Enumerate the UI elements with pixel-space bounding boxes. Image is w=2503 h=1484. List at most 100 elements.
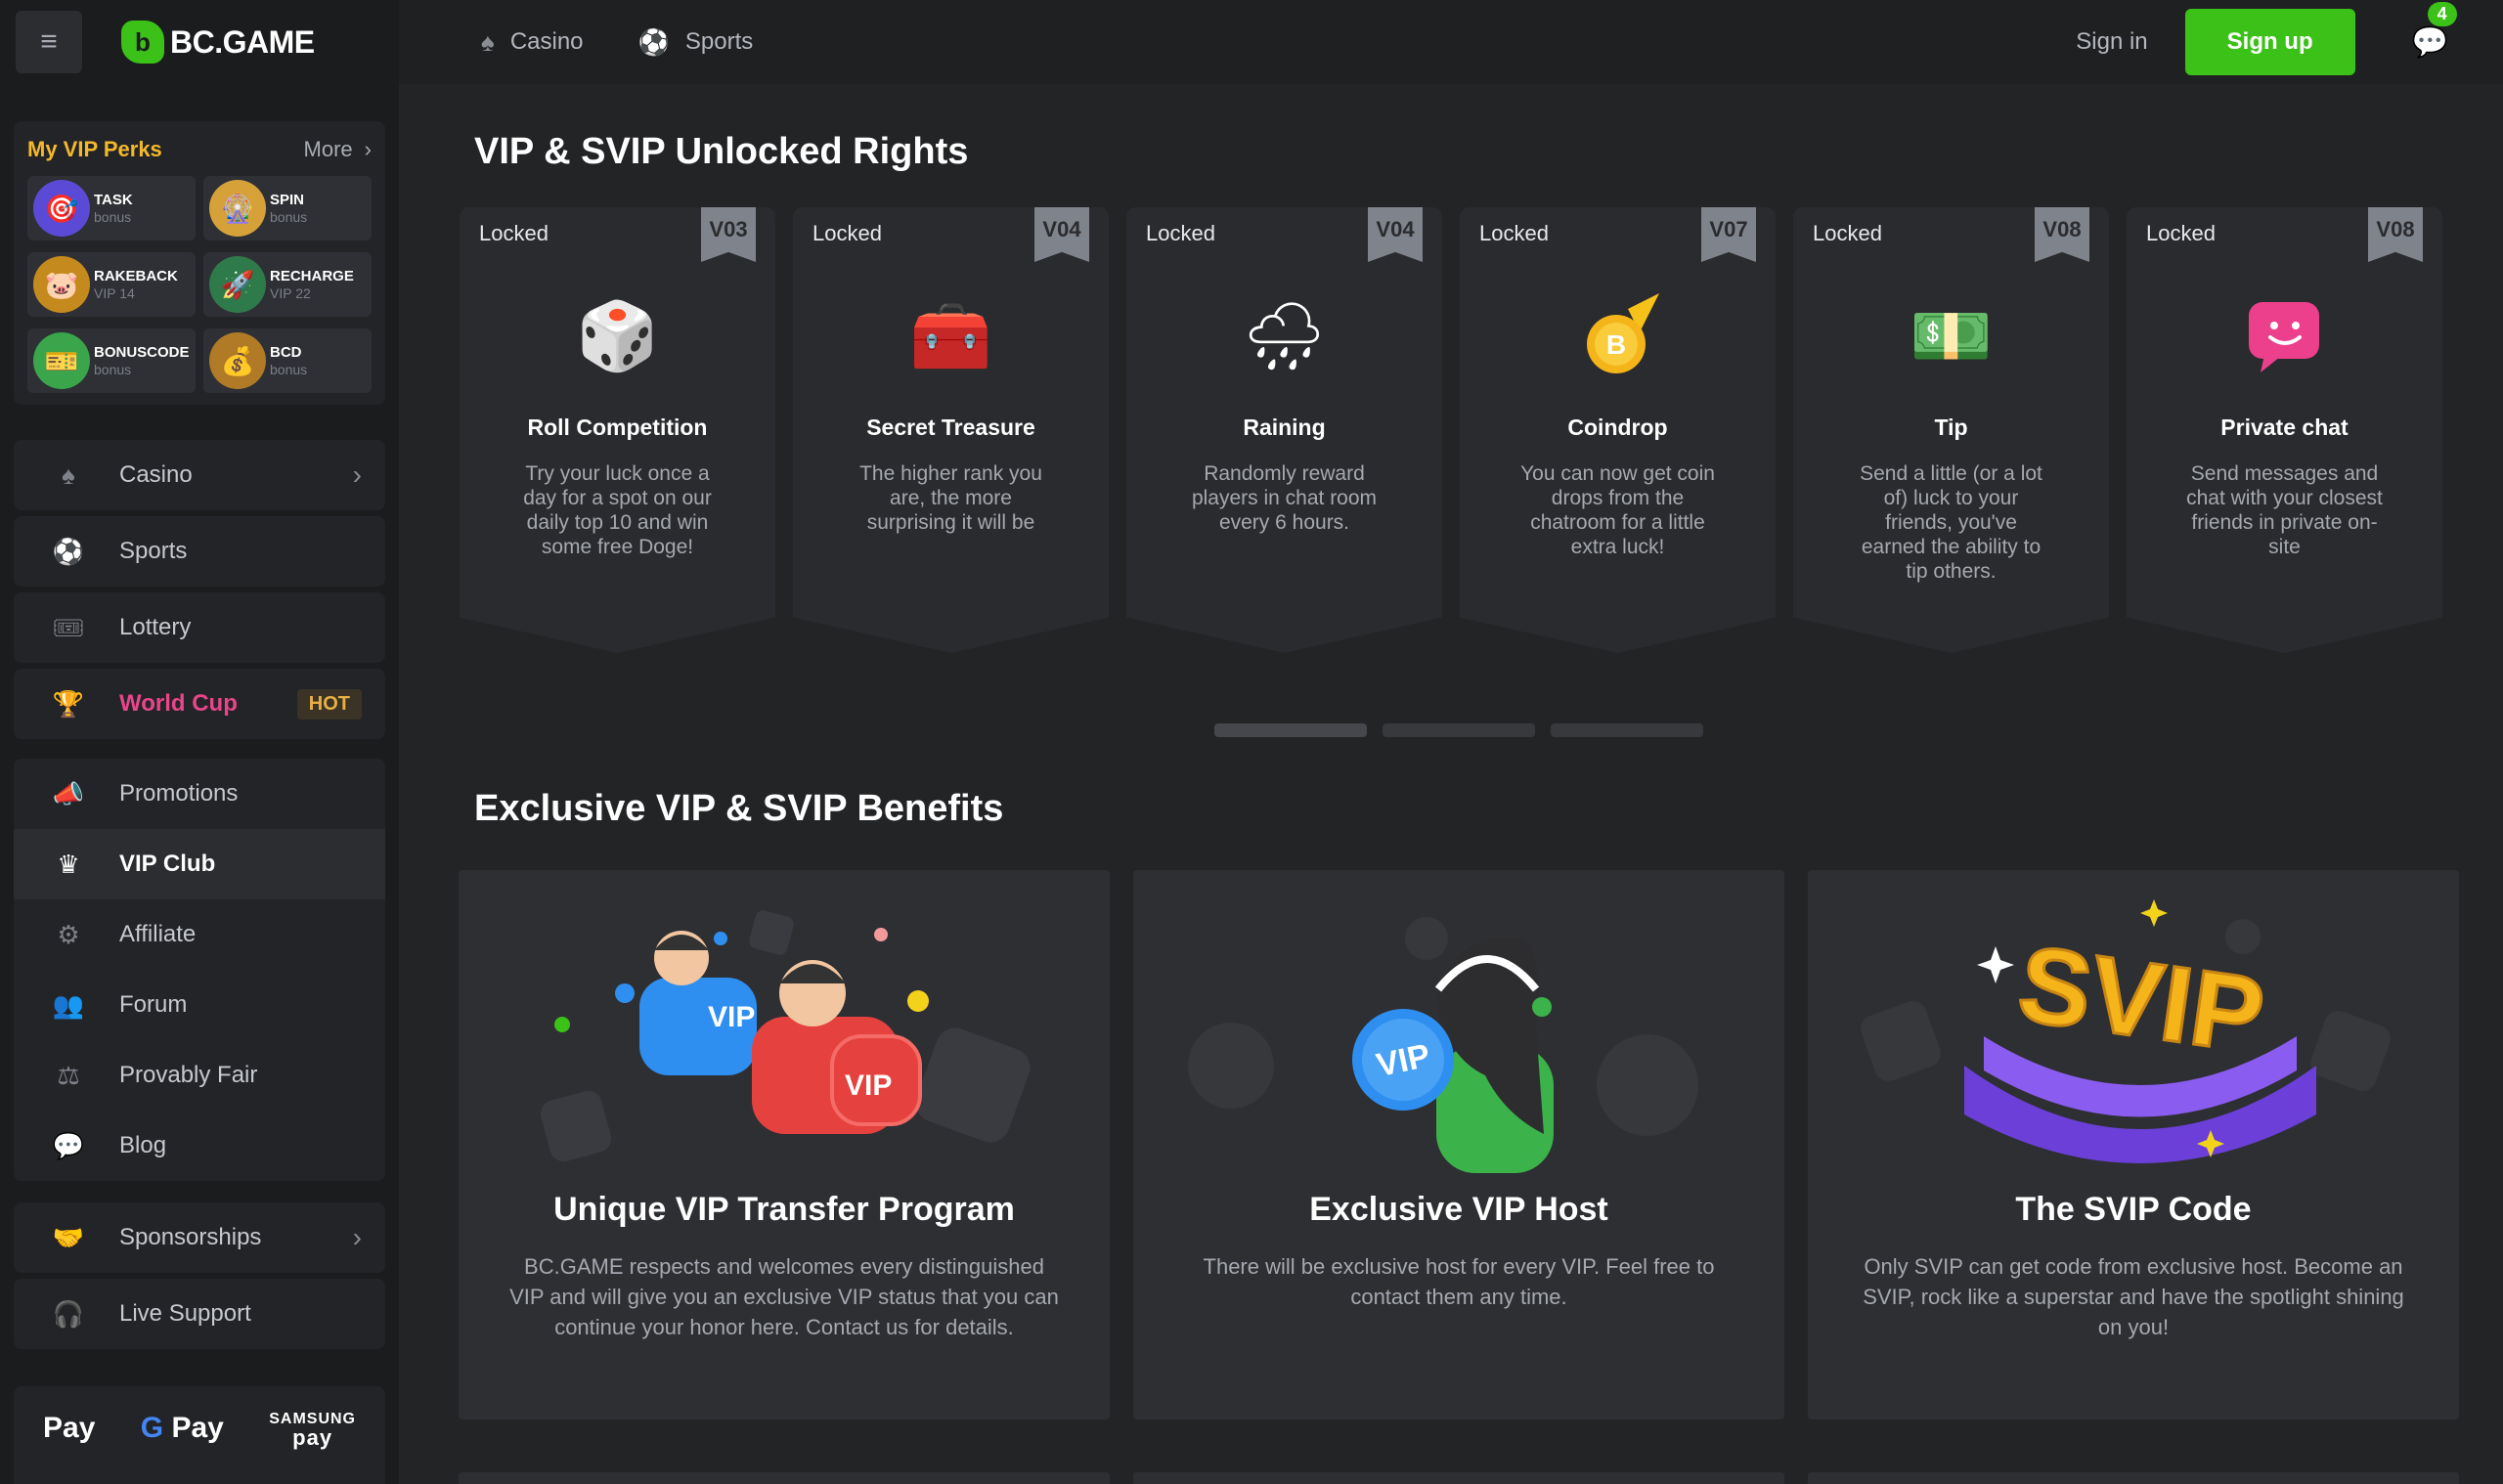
sidebar-item-world-cup[interactable]: 🏆 World Cup HOT [14,669,385,739]
level-ribbon: V07 [1701,207,1756,262]
sidebar-item-label: Forum [119,991,188,1018]
sidebar-header: ≡ b BC.GAME [0,0,399,84]
money-stack-icon: 💵 [1910,299,1993,373]
coin-pot-icon: 💰 [209,332,266,389]
top-bar: ♠ Casino ⚽ Sports Sign in Sign up 💬 4 [399,0,2503,84]
perk-sub: bonus [270,361,308,377]
benefit-card-svip-code: SVIP The SVIP Code Only SVIP can get cod… [1808,870,2459,1419]
benefits-section-title: Exclusive VIP & SVIP Benefits [474,788,1004,829]
bitcoin-coin-svg: B [1586,293,1659,373]
apple-pay-logo: Pay [43,1412,95,1445]
sidebar-item-promotions[interactable]: 📣 Promotions [14,759,385,829]
svg-text:B: B [1605,329,1625,360]
right-card-private-chat[interactable]: Locked V08 Private chat Send messages an… [2127,207,2442,653]
chat-icon: 💬 [2411,25,2448,59]
sidebar-item-vip-club[interactable]: ♛ VIP Club [14,829,385,899]
benefits-grid: VIP VIP Unique VIP Transfer Program BC.G… [459,870,2459,1419]
vip-perks-more-link[interactable]: More › [304,137,372,162]
wheel-icon: 🎡 [209,180,266,237]
right-card-roll-competition[interactable]: Locked V03 🎲 Roll Competition Try your l… [460,207,775,653]
right-name: Raining [1243,415,1326,440]
sports-icon: ⚽ [52,536,85,566]
rights-section-title: VIP & SVIP Unlocked Rights [474,131,969,172]
tab-casino[interactable]: ♠ Casino [481,27,584,58]
logo-text: BC.GAME [170,23,315,60]
logo[interactable]: b BC.GAME [121,21,315,64]
sidebar-item-casino[interactable]: ♠ Casino › [14,440,385,510]
apple-pay-label: Pay [43,1412,96,1444]
vip-transfer-art: VIP VIP [540,910,1031,1162]
vip-host-illustration: VIP [1133,899,1784,1261]
sidebar-item-sports[interactable]: ⚽ Sports [14,516,385,587]
lock-status: Locked [1479,221,1549,245]
crown-icon: ♛ [57,849,80,879]
sidebar-item-lottery[interactable]: 🎟 Lottery [14,592,385,663]
piggy-bank-icon: 🐷 [33,256,90,313]
dice-icon: 🎲 [576,299,659,373]
right-card-coindrop[interactable]: Locked V07 B Coindrop You can now get co… [1460,207,1776,653]
sidebar-item-provably-fair[interactable]: ⚖ Provably Fair [14,1040,385,1111]
sidebar-item-blog[interactable]: 💬 Blog [14,1111,385,1181]
forum-icon: 👥 [52,989,85,1020]
treasure-chest-icon: 🧰 [909,299,992,373]
rocket-icon: 🚀 [209,256,266,313]
smile-chat-svg [2248,302,2319,372]
benefit-title: Unique VIP Transfer Program [553,1191,1015,1228]
logo-mark-icon: b [121,21,164,64]
chat-button[interactable]: 💬 4 [2411,1,2457,60]
level-ribbon: V08 [2035,207,2089,262]
right-card-secret-treasure[interactable]: Locked V04 🧰 Secret Treasure The higher … [793,207,1109,653]
lock-status: Locked [812,221,882,245]
sports-icon: ⚽ [637,26,670,57]
sidebar-item-live-support[interactable]: 🎧 Live Support [14,1279,385,1349]
google-g-icon: G [140,1412,164,1444]
lock-status: Locked [1813,221,1882,245]
sign-in-button[interactable]: Sign in [2076,28,2148,55]
right-desc: Try your luck once a day for a spot on o… [523,462,712,558]
nav-group-support: 🎧 Live Support [14,1279,385,1349]
trophy-icon: 🏆 [52,688,85,719]
right-name: Secret Treasure [866,415,1035,440]
target-icon: 🎯 [33,180,90,237]
right-desc: Send messages and chat with your closest… [2186,462,2383,558]
sidebar-item-sponsorships[interactable]: 🤝 Sponsorships › [14,1202,385,1273]
perk-name: BONUSCODE [94,344,190,362]
hamburger-icon: ≡ [40,25,58,58]
google-pay-label: Pay [171,1412,224,1444]
tab-sports[interactable]: ⚽ Sports [638,27,754,58]
level-ribbon: V03 [701,207,756,262]
menu-toggle-button[interactable]: ≡ [16,11,82,73]
sidebar-item-label: World Cup [119,690,238,717]
casino-icon: ♠ [62,459,75,490]
pager-dot-2[interactable] [1383,723,1535,737]
affiliate-icon: ⚙ [57,919,80,949]
right-desc: Send a little (or a lot of) luck to your… [1860,462,2042,583]
svg-text:VIP: VIP [708,1001,755,1033]
perk-name: SPIN [270,192,305,209]
right-card-tip[interactable]: Locked V08 💵 Tip Send a little (or a lot… [1793,207,2109,653]
perk-name: RECHARGE [270,268,354,285]
sidebar-item-label: Casino [119,461,193,488]
sidebar-item-forum[interactable]: 👥 Forum [14,970,385,1040]
right-card-raining[interactable]: Locked V04 🌧 Raining Randomly reward pla… [1126,207,1442,653]
sidebar-item-label: Sponsorships [119,1224,262,1250]
rights-carousel: Locked V03 🎲 Roll Competition Try your l… [460,207,2442,653]
benefit-desc: There will be exclusive host for every V… [1203,1254,1715,1309]
tab-label: Casino [509,28,584,55]
right-name: Tip [1934,415,1968,440]
pager-dot-1[interactable] [1214,723,1367,737]
chevron-right-icon: › [364,137,372,161]
pager-dot-3[interactable] [1551,723,1703,737]
sidebar-item-affiliate[interactable]: ⚙ Affiliate [14,899,385,970]
lock-status: Locked [2146,221,2216,245]
sign-up-button[interactable]: Sign up [2184,9,2355,75]
samsung-pay-label: pay [292,1425,333,1450]
